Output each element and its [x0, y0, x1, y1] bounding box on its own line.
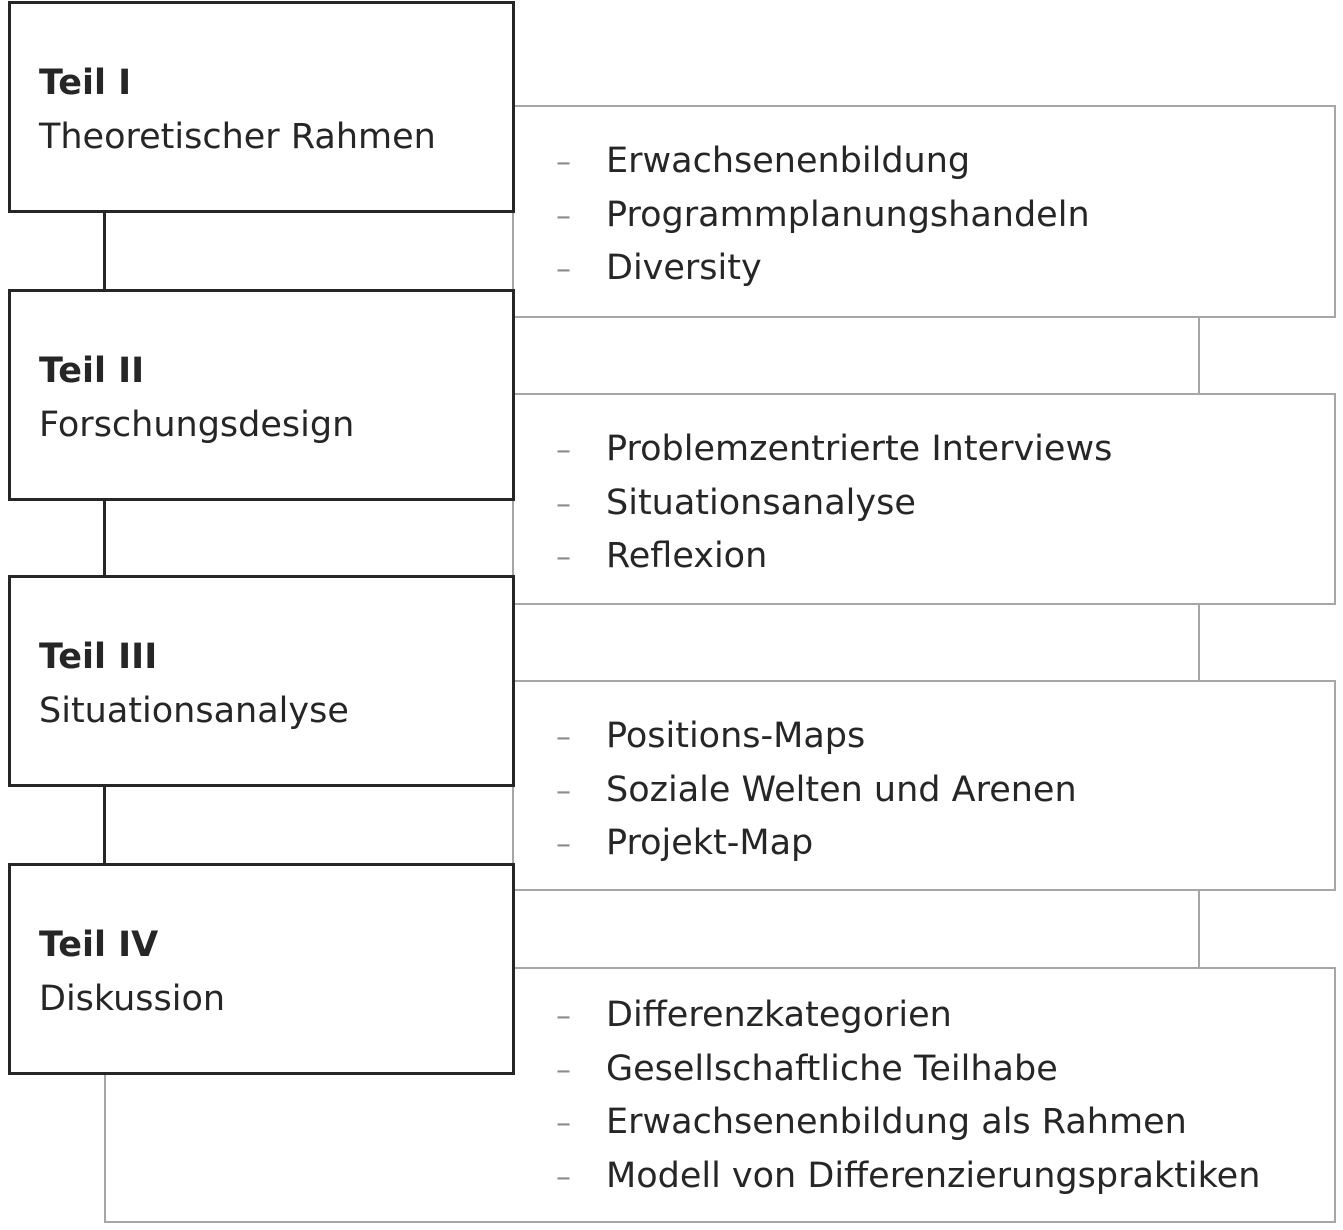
list-item-text: Soziale Welten und Arenen — [606, 769, 1077, 810]
dash-bullet: – — [556, 486, 571, 522]
list-item: –Situationsanalyse — [556, 477, 1112, 531]
connector-part-3-4 — [103, 785, 106, 865]
dash-bullet: – — [556, 145, 571, 180]
list-item: –Projekt-Map — [556, 817, 1077, 871]
list-item: –Diversity — [556, 242, 1090, 296]
dash-bullet: – — [556, 773, 571, 809]
part-title: Diskussion — [39, 979, 226, 1019]
detail-list: –Positions-Maps –Soziale Welten und Aren… — [556, 710, 1077, 871]
part-box-teil-1: Teil I Theoretischer Rahmen — [8, 1, 515, 213]
list-item: –Soziale Welten und Arenen — [556, 764, 1077, 818]
list-item-text: Problemzentrierte Interviews — [606, 429, 1113, 469]
dash-bullet: – — [556, 433, 571, 468]
dash-bullet: – — [556, 252, 571, 287]
list-item-text: Reflexion — [606, 536, 768, 576]
list-item: –Reflexion — [556, 530, 1112, 584]
detail-list: –Differenzkategorien –Gesellschaftliche … — [556, 989, 1260, 1203]
list-item: –Erwachsenenbildung als Rahmen — [556, 1096, 1260, 1150]
dash-bullet: – — [556, 198, 571, 234]
list-item: –Modell von Differenzierungspraktiken — [556, 1150, 1260, 1204]
part-box-teil-2: Teil II Forschungsdesign — [8, 289, 515, 501]
connector-part-2-3 — [103, 499, 106, 579]
list-item: –Programmplanungshandeln — [556, 189, 1090, 243]
list-item-text: Gesellschaftliche Teilhabe — [606, 1048, 1058, 1089]
part-box-teil-3: Teil III Situationsanalyse — [8, 575, 515, 787]
list-item-text: Differenzkategorien — [606, 995, 952, 1035]
dash-bullet: – — [556, 1159, 571, 1195]
detail-box-teil-2: –Problemzentrierte Interviews –Situation… — [512, 393, 1336, 605]
list-item: –Erwachsenenbildung — [556, 135, 1090, 189]
part-title: Forschungsdesign — [39, 405, 355, 445]
detail-list: –Erwachsenenbildung –Programmplanungshan… — [556, 135, 1090, 296]
part-label: Teil IV — [39, 925, 159, 965]
detail-box-teil-1: –Erwachsenenbildung –Programmplanungshan… — [512, 105, 1336, 318]
list-item: –Problemzentrierte Interviews — [556, 423, 1112, 477]
part-label: Teil I — [39, 63, 132, 103]
dash-bullet: – — [556, 1106, 571, 1141]
list-item-text: Situationsanalyse — [606, 482, 916, 523]
list-item-text: Diversity — [606, 248, 762, 288]
list-item: –Differenzkategorien — [556, 989, 1260, 1043]
list-item-text: Programmplanungshandeln — [606, 194, 1090, 235]
list-item-text: Positions-Maps — [606, 716, 866, 756]
dash-bullet: – — [556, 1052, 571, 1088]
list-item-text: Erwachsenenbildung — [606, 141, 971, 181]
connector-detail-2-3 — [1198, 603, 1200, 683]
connector-detail-1-2 — [1198, 316, 1200, 396]
detail-list: –Problemzentrierte Interviews –Situation… — [556, 423, 1112, 584]
connector-detail-3-4 — [1198, 889, 1200, 969]
part-title: Theoretischer Rahmen — [39, 117, 436, 157]
dash-bullet: – — [556, 827, 571, 862]
list-item-text: Projekt-Map — [606, 823, 814, 863]
part-box-teil-4: Teil IV Diskussion — [8, 863, 515, 1075]
list-item: –Gesellschaftliche Teilhabe — [556, 1043, 1260, 1097]
detail-box-teil-3: –Positions-Maps –Soziale Welten und Aren… — [512, 680, 1336, 891]
part-label: Teil III — [39, 637, 158, 677]
part-label: Teil II — [39, 351, 145, 391]
dash-bullet: – — [556, 540, 571, 575]
connector-part-1-2 — [103, 212, 106, 292]
dash-bullet: – — [556, 999, 571, 1034]
dash-bullet: – — [556, 720, 571, 755]
detail-box-teil-4: –Differenzkategorien –Gesellschaftliche … — [104, 967, 1336, 1223]
list-item: –Positions-Maps — [556, 710, 1077, 764]
list-item-text: Modell von Differenzierungspraktiken — [606, 1155, 1261, 1196]
list-item-text: Erwachsenenbildung als Rahmen — [606, 1102, 1187, 1142]
part-title: Situationsanalyse — [39, 691, 349, 731]
